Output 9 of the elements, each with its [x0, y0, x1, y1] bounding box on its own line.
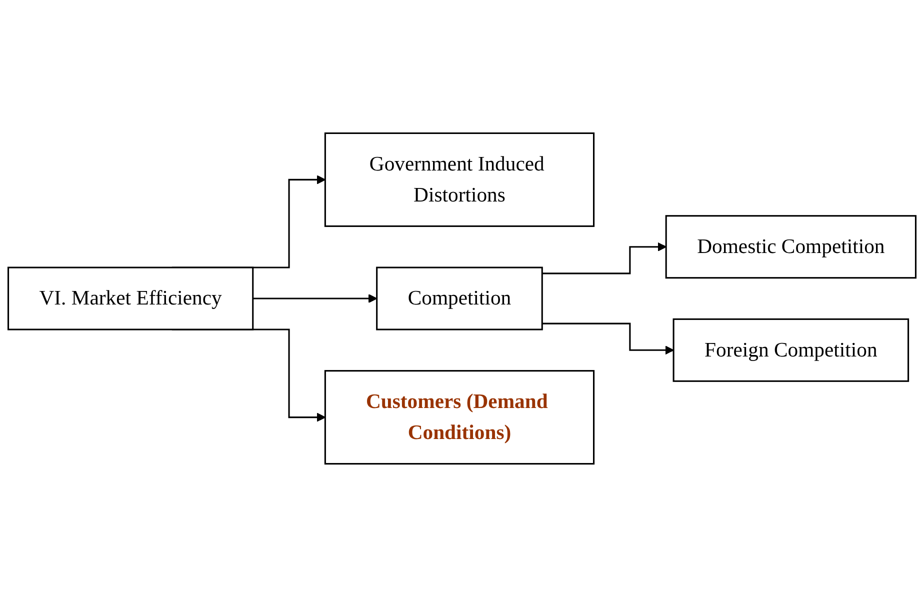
node-box: Customers (Demand Conditions): [324, 370, 595, 465]
node-box: Government Induced Distortions: [324, 132, 595, 227]
node-box: VI. Market Efficiency: [8, 266, 254, 330]
arrow: [252, 294, 378, 304]
arrow: [542, 322, 674, 355]
node-box: Foreign Competition: [672, 318, 910, 382]
arrow: [542, 242, 666, 274]
node-box: Competition: [376, 266, 543, 330]
node-box: Domestic Competition: [665, 215, 916, 279]
